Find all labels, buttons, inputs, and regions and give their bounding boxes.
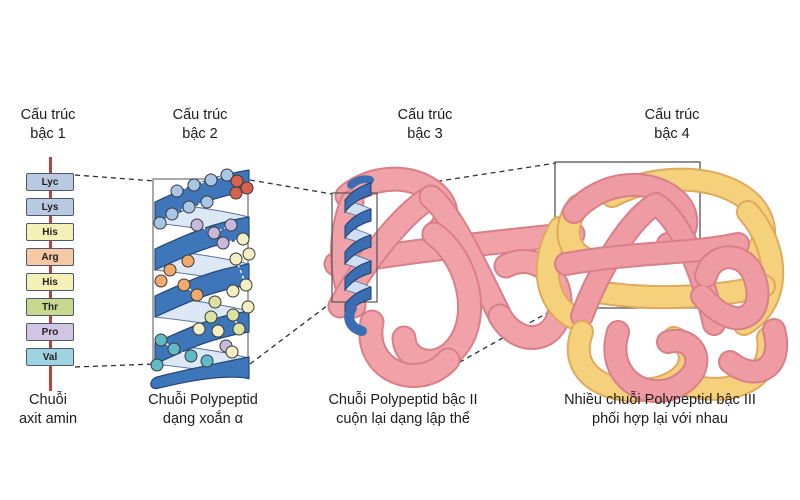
caption-line: Chuỗi [29, 392, 67, 408]
title-line: Cấu trúc [20, 107, 76, 123]
alpha-helix-illustration [150, 168, 256, 390]
amino-acid-box: Lyc [26, 173, 74, 191]
quaternary-structure-illustration [535, 167, 789, 404]
caption-primary: Chuỗi axit amin [0, 391, 96, 429]
amino-acid-box: Val [26, 348, 74, 366]
amino-acid-box: His [26, 273, 74, 291]
amino-acid-label: Thr [41, 301, 59, 313]
title-line: Cấu trúc [172, 107, 228, 123]
caption-line: dạng xoắn α [162, 411, 244, 427]
title-line: bậc 1 [30, 126, 66, 142]
title-line: bậc 3 [407, 126, 443, 142]
caption-secondary: Chuỗi Polypeptid dạng xoắn α [113, 391, 293, 429]
amino-acid-box: Arg [26, 248, 74, 266]
title-line: bậc 2 [182, 126, 218, 142]
amino-acid-label: Lyc [41, 176, 59, 188]
caption-line: Chuỗi Polypeptid bậc II [328, 392, 478, 408]
caption-line: Chuỗi Polypeptid [148, 392, 258, 408]
amino-acid-label: Val [42, 351, 58, 363]
amino-acid-box: Thr [26, 298, 74, 316]
amino-acid-label: His [42, 276, 58, 288]
column-title-bac-2: Cấu trúc bậc 2 [152, 106, 248, 144]
amino-acid-label: Pro [41, 326, 59, 338]
column-title-bac-3: Cấu trúc bậc 3 [377, 106, 473, 144]
caption-line: phối hợp lại với nhau [592, 411, 728, 427]
caption-quaternary: Nhiều chuỗi Polypeptid bậc III phối hợp … [530, 391, 790, 429]
title-line: bậc 4 [654, 126, 690, 142]
column-title-bac-1: Cấu trúc bậc 1 [0, 106, 96, 144]
embedded-helix-illustration [344, 175, 374, 336]
title-line: Cấu trúc [397, 107, 453, 123]
title-line: Cấu trúc [644, 107, 700, 123]
amino-acid-label: Arg [41, 251, 59, 263]
amino-acid-box: Pro [26, 323, 74, 341]
column-title-bac-4: Cấu trúc bậc 4 [624, 106, 720, 144]
caption-line: axit amin [18, 411, 78, 427]
caption-tertiary: Chuỗi Polypeptid bậc II cuộn lại dạng lậ… [303, 391, 503, 429]
caption-line: cuộn lại dạng lập thể [336, 411, 470, 427]
amino-acid-box: His [26, 223, 74, 241]
caption-line: Nhiều chuỗi Polypeptid bậc III [564, 392, 756, 408]
amino-acid-label: Lys [41, 201, 59, 213]
amino-acid-label: His [42, 226, 58, 238]
amino-acid-box: Lys [26, 198, 74, 216]
